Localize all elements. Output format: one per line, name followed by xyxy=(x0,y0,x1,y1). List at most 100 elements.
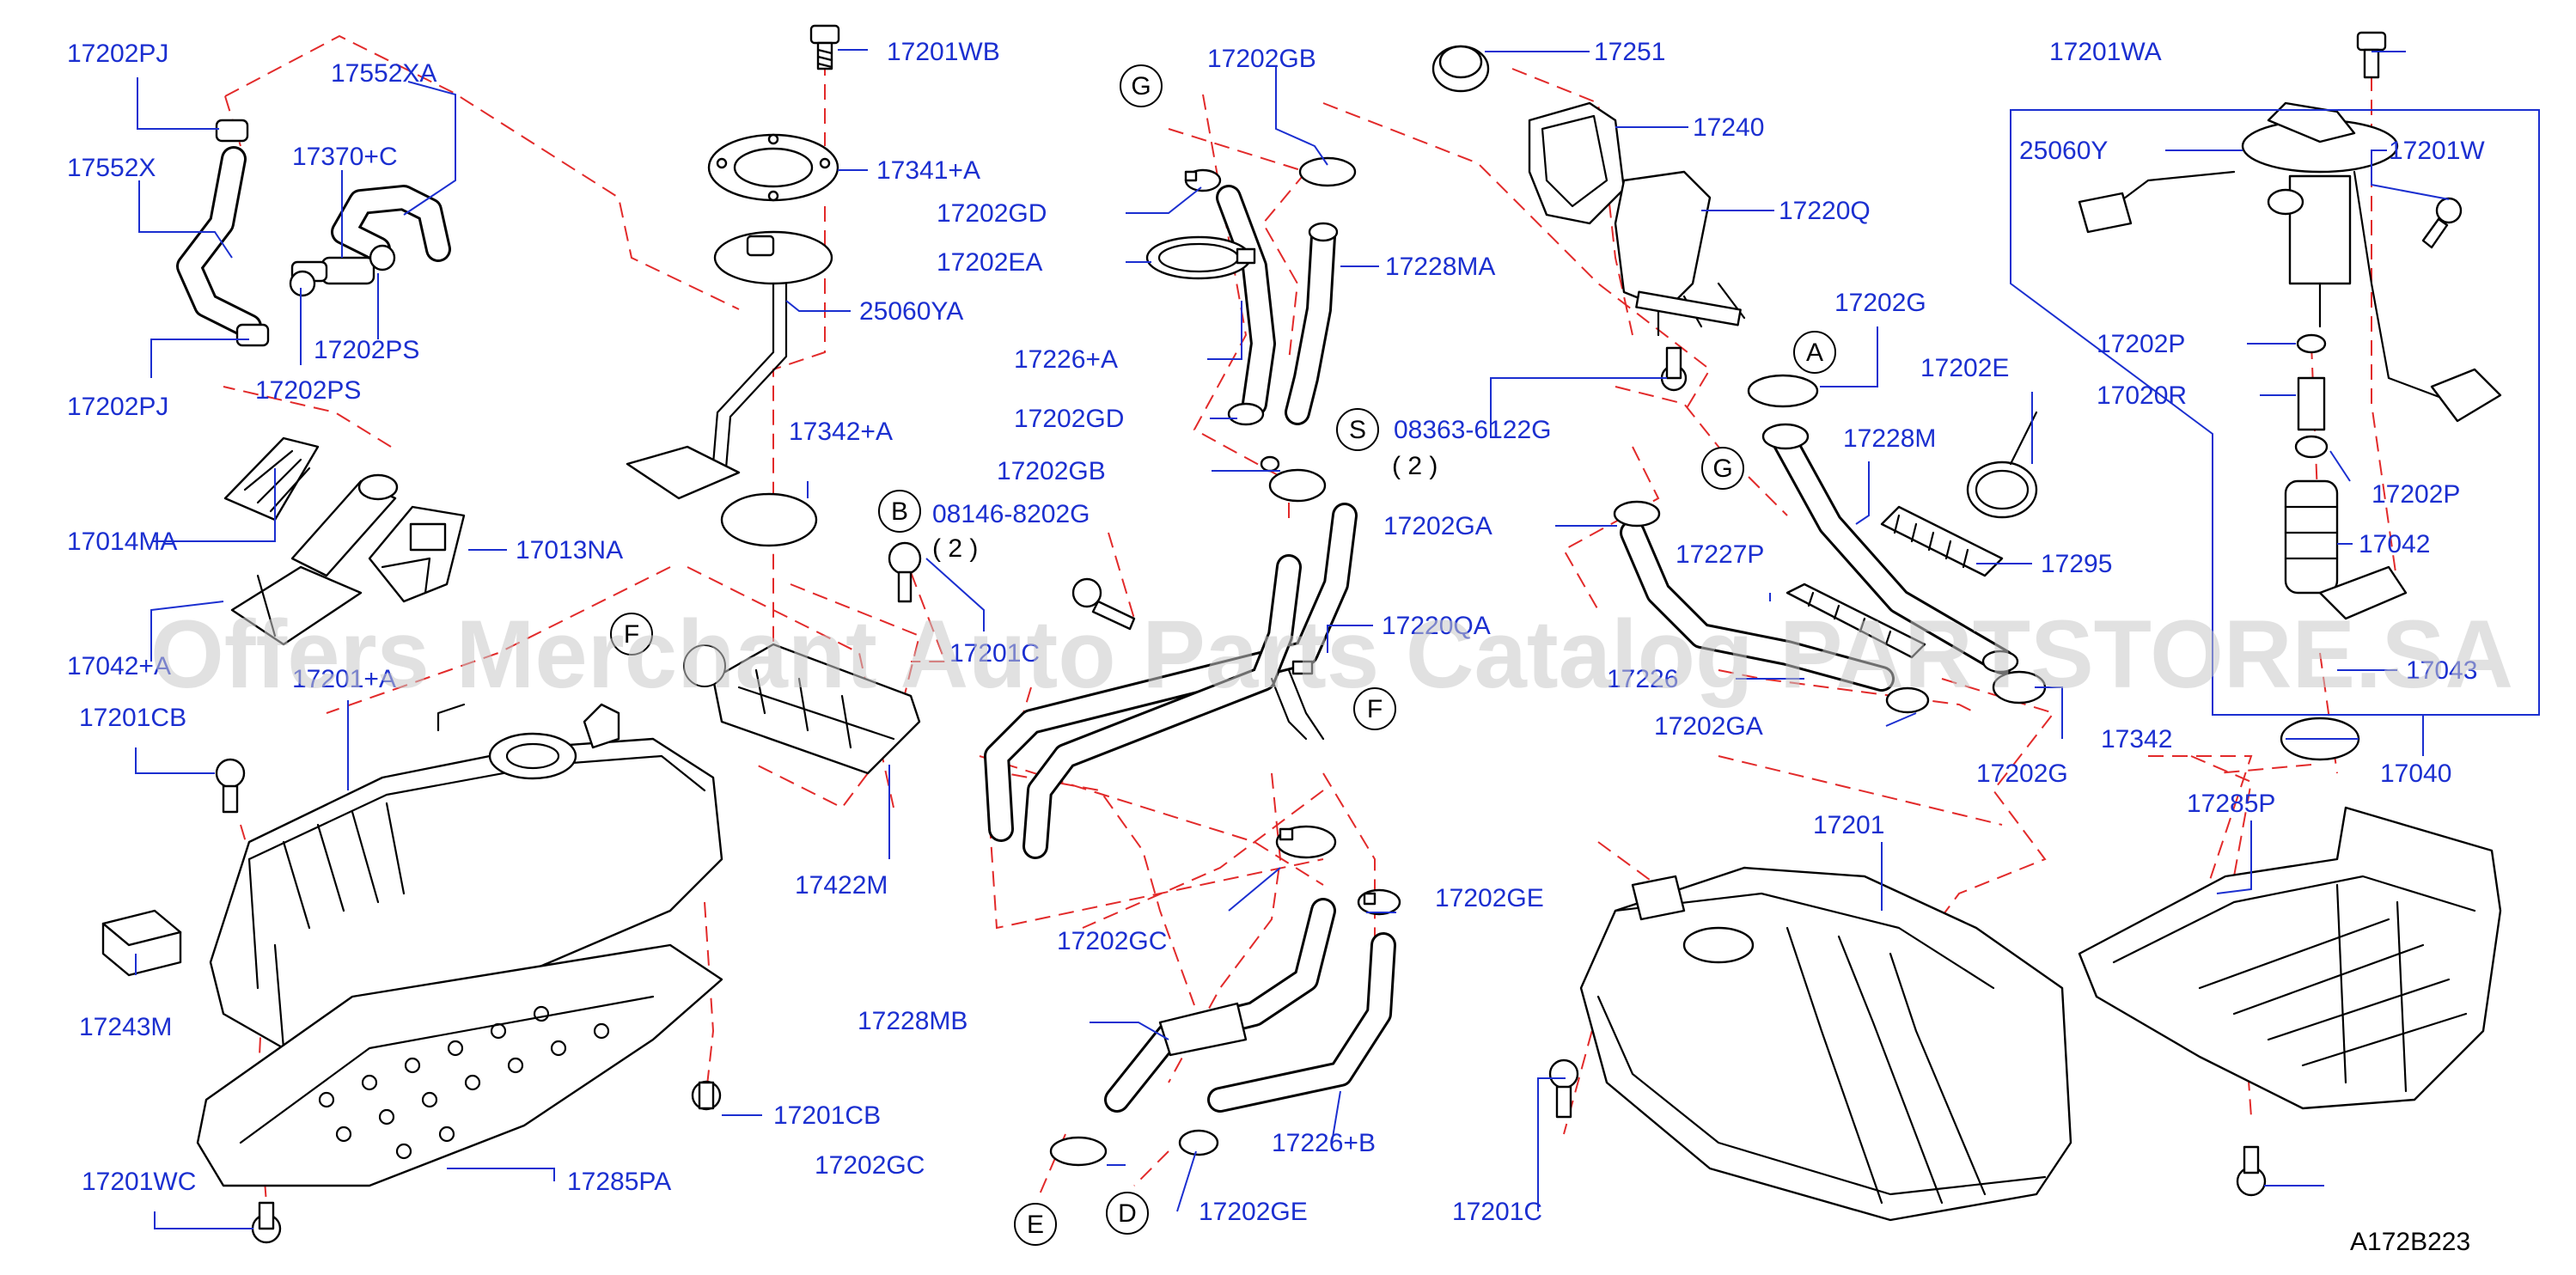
callout-bubbles xyxy=(610,64,1836,1246)
part-label: 17240 xyxy=(1693,113,1764,142)
quantity-label: ( 2 ) xyxy=(932,534,978,563)
callout-bubble xyxy=(1336,408,1379,451)
part-label: 17040 xyxy=(2380,760,2451,788)
part-label: 17226 xyxy=(1607,665,1678,693)
clamp-17202g xyxy=(1747,374,1819,408)
part-label: 17341+A xyxy=(876,156,980,185)
part-label: 08363-6122G xyxy=(1394,416,1552,444)
filler-tube-17220q xyxy=(1614,170,1746,337)
part-label: 17220QA xyxy=(1382,612,1491,640)
callout-letters: G A S G B F F E D xyxy=(624,72,1823,1239)
part-label: 17201C xyxy=(949,639,1040,668)
part-label: 17285P xyxy=(2187,790,2275,818)
callout-bubble xyxy=(1106,1192,1149,1235)
part-label: 17201WC xyxy=(82,1168,196,1196)
part-label: 17228M xyxy=(1843,424,1936,453)
fuel-pump-17042a xyxy=(230,473,399,646)
callout-bubble xyxy=(1793,331,1836,374)
callout-letter: F xyxy=(1367,695,1383,723)
callout-letter: A xyxy=(1806,339,1823,367)
part-label: 17013NA xyxy=(516,536,623,564)
part-label: 17201CB xyxy=(773,1101,881,1130)
callout-bubble xyxy=(1353,687,1396,730)
part-label: 17202G xyxy=(1834,289,1926,317)
callout-bubble xyxy=(878,490,921,533)
assembly-box-17040 xyxy=(2010,109,2540,716)
protector-17422m xyxy=(711,643,921,775)
part-label: 17202PJ xyxy=(67,393,168,421)
filler-hose-17228m xyxy=(1761,423,2019,674)
part-label: 17201W xyxy=(2389,137,2485,165)
seal-17240 xyxy=(1528,101,1626,225)
vent-hose-17552x xyxy=(176,119,270,347)
vent-hose-17552xa xyxy=(331,185,451,262)
insulator-17243m xyxy=(101,909,182,977)
part-label: 17243M xyxy=(79,1013,172,1041)
part-label: 17202GB xyxy=(997,457,1106,485)
part-label: 17370+C xyxy=(292,143,398,171)
module-25060y xyxy=(2078,101,2502,423)
part-label: 17201WB xyxy=(887,38,1000,66)
quantity-label: ( 2 ) xyxy=(1392,452,1438,480)
part-label: 17202EA xyxy=(937,248,1042,277)
part-label: 17202GC xyxy=(815,1151,925,1180)
callout-letter: G xyxy=(1712,454,1732,483)
gasket-17341a xyxy=(707,133,839,202)
part-label: 17043 xyxy=(2406,656,2477,685)
callout-letter: S xyxy=(1349,416,1366,444)
part-label: 17226+A xyxy=(1014,345,1118,374)
part-label: 08146-8202G xyxy=(932,500,1090,528)
part-label: 17201 xyxy=(1813,811,1884,839)
part-label: 17202GD xyxy=(1014,405,1124,433)
clamp-17202ea xyxy=(1145,235,1256,280)
return-hose-17227p xyxy=(1620,520,1926,692)
bolts-right-tank xyxy=(1548,1058,2267,1197)
pump-bracket-17013na xyxy=(368,505,466,603)
part-label: 17202PS xyxy=(255,376,361,405)
clamp-17202e xyxy=(1966,411,2038,519)
part-label: 17552X xyxy=(67,154,156,182)
clamps-lower xyxy=(1049,825,1401,1167)
part-label: 17201C xyxy=(1452,1198,1542,1226)
skid-plate-17285pa xyxy=(196,943,723,1187)
part-label: 25060Y xyxy=(2019,137,2108,165)
hose-17226b xyxy=(1207,932,1396,1113)
callout-bubble xyxy=(1014,1203,1057,1246)
check-valve-17370c xyxy=(289,244,396,297)
skid-plate-17285p xyxy=(2078,806,2502,1110)
filter-parts-17020r xyxy=(2294,333,2329,459)
callout-letter: B xyxy=(891,497,908,526)
bolt-17201wb xyxy=(809,24,840,70)
callout-bubble xyxy=(1120,64,1163,107)
part-label: 17295 xyxy=(2041,550,2112,578)
cap-17251 xyxy=(1431,45,1490,93)
fuel-tank-17201 xyxy=(1579,866,2072,1222)
bolt-17201w xyxy=(2421,197,2463,249)
part-label: 17202E xyxy=(1920,354,2009,382)
part-labels: 17202PJ 17552XA 17552X 17370+C 17202PS 1… xyxy=(67,38,2485,1226)
part-label: 17202G xyxy=(1976,760,2068,788)
part-label: 17202GC xyxy=(1057,927,1167,955)
seal-17342a xyxy=(720,492,818,547)
part-label: 17020R xyxy=(2097,381,2187,410)
part-label: 17228MA xyxy=(1385,253,1495,281)
callout-letter: F xyxy=(624,620,639,649)
callout-letter: D xyxy=(1118,1199,1137,1228)
part-label: 17202PS xyxy=(314,336,419,364)
part-label: 17201+A xyxy=(292,665,396,693)
part-label: 17422M xyxy=(795,871,888,900)
part-label: 17220Q xyxy=(1779,197,1871,225)
callout-bubble xyxy=(610,613,653,656)
part-label: 25060YA xyxy=(859,297,963,326)
part-label: 17202GA xyxy=(1654,712,1763,741)
part-label: 17202GD xyxy=(937,199,1047,228)
corrugated-hose-17295 xyxy=(1880,505,2004,577)
part-label: 17202GA xyxy=(1383,512,1492,540)
part-label: 17251 xyxy=(1594,38,1665,66)
callout-letter: G xyxy=(1131,72,1151,101)
part-label: 17342+A xyxy=(789,418,893,446)
fuel-tank-17201a xyxy=(209,703,723,1050)
part-label: 17202GB xyxy=(1207,45,1316,73)
part-label: 17202P xyxy=(2097,330,2185,358)
